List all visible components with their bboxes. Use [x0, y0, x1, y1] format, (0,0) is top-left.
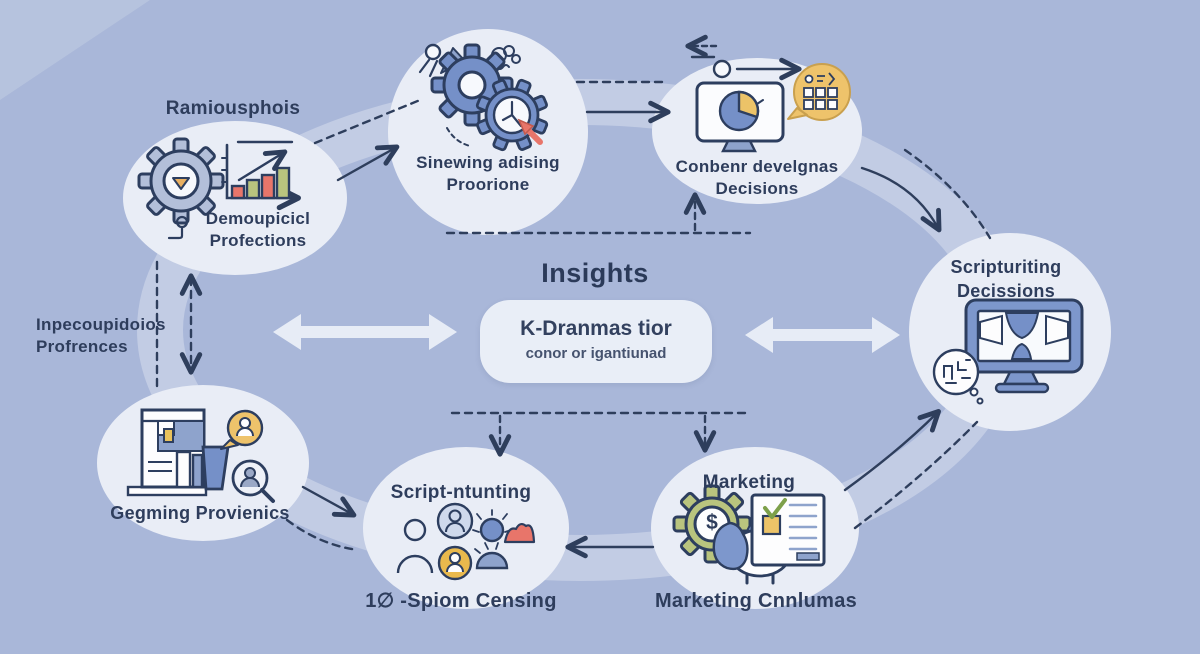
caption-bottom-center-text: Script-ntunting	[390, 482, 532, 503]
label-bottom-center-below: 1∅ -Spiom Censing	[365, 588, 556, 614]
center-box-title: K-Dranmas tior	[520, 317, 672, 340]
caption-top-left-line2: Profections	[209, 231, 307, 251]
label-bottom-center-below-text: 1∅ -Spiom Censing	[365, 590, 557, 612]
connector-dashed-bl-bc	[285, 518, 360, 552]
double-arrow-left	[273, 314, 457, 350]
caption-top-right-line2: Decisions	[715, 179, 799, 199]
rotation-arc	[446, 127, 471, 147]
corner-band	[0, 0, 150, 100]
caption-top-right-line1: Conbenr develgnas	[675, 157, 839, 176]
connector-arrow-tl-tc	[336, 144, 400, 182]
connector-arrow-br-right	[843, 409, 941, 492]
caption-top-right: Conbenr develgnas Decisions	[676, 156, 839, 201]
caption-bottom-right-text: Marketing	[702, 472, 796, 493]
caption-top-center-line1: Sinewing adising	[416, 153, 560, 172]
gear-icon	[137, 137, 225, 240]
double-arrow-right	[745, 317, 900, 353]
caption-bottom-right: Marketing	[703, 470, 795, 495]
caption-bottom-left-text: Gegming Provienics	[110, 503, 290, 523]
label-bottom-right-below: Marketing Cnnlumas	[655, 588, 857, 614]
caption-right-line2: Decissions	[956, 280, 1056, 301]
caption-bottom-left: Gegming Provienics	[110, 502, 289, 526]
label-left-side-line1: Inpecoupidoios	[36, 315, 166, 334]
red-cursor-icon	[517, 118, 543, 145]
caption-right: Scripturiting Decissions	[951, 256, 1062, 304]
label-top-left-above: Ramiousphois	[166, 96, 301, 121]
label-left-side: Inpecoupidoios Profrences	[36, 314, 166, 359]
bar-chart-icon	[221, 140, 302, 211]
caption-top-left-line1: Demoupicicl	[205, 209, 311, 228]
label-top-left-above-text: Ramiousphois	[165, 98, 301, 119]
connector-arrow-tr-right	[860, 166, 942, 233]
caption-top-center-line2: Proorione	[446, 175, 530, 195]
checklist-icon	[750, 493, 826, 567]
caption-top-left: Demoupicicl Profections	[206, 208, 310, 253]
gears-clock-icon	[430, 43, 549, 152]
caption-bottom-center: Script-ntunting	[391, 480, 532, 505]
connector-dashed-br-right	[853, 420, 979, 530]
insights-heading: Insights	[541, 256, 649, 292]
label-bottom-right-below-text: Marketing Cnnlumas	[654, 590, 858, 612]
connector-dashed-tl-tc	[313, 98, 422, 145]
speech-bubble-grid-icon	[787, 63, 851, 121]
people-group-icon	[396, 502, 536, 581]
magnifier-person-icon	[231, 459, 275, 503]
center-box-subtitle: conor or igantiunad	[525, 345, 667, 362]
caption-top-center: Sinewing adising Proorione	[416, 152, 560, 197]
node-dot-top-right	[712, 59, 732, 79]
speech-bubble-person-icon	[220, 409, 264, 450]
label-left-side-line2: Profrences	[36, 337, 128, 357]
monitor-video-icon	[964, 298, 1084, 394]
dollar-sign: $	[706, 511, 718, 534]
monitor-pie-chart-icon	[695, 81, 785, 153]
insights-heading-text: Insights	[541, 258, 649, 288]
connector-dashed-tr-right	[903, 148, 992, 240]
caption-right-line1: Scripturiting	[950, 257, 1062, 277]
building-icon	[126, 408, 230, 497]
connector-arrow-bl-bc	[301, 485, 357, 518]
center-box: K-Dranmas tior conor or igantiunad	[480, 300, 712, 383]
thought-bubble-circuit-icon	[932, 348, 984, 405]
connectors	[155, 34, 992, 559]
